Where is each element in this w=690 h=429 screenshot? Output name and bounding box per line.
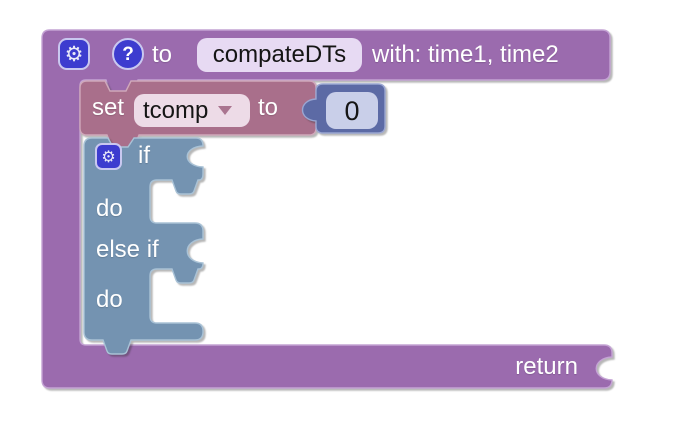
question-mark-icon: ? <box>122 43 134 65</box>
procedure-mutator-gear-button[interactable]: ⚙ <box>58 38 90 70</box>
procedure-help-button[interactable]: ? <box>112 38 144 70</box>
do-label-2: do <box>96 286 123 313</box>
dropdown-arrow-icon <box>218 106 233 115</box>
gear-icon: ⚙ <box>64 41 84 66</box>
procedure-params-label: with: time1, time2 <box>372 41 559 68</box>
else-if-label: else if <box>96 236 159 263</box>
procedure-block-shape[interactable] <box>41 29 613 389</box>
procedure-name-field[interactable]: compateDTs <box>197 38 362 72</box>
gear-icon: ⚙ <box>101 146 116 166</box>
variable-dropdown[interactable]: tcomp <box>134 94 250 127</box>
if-block-shape[interactable] <box>83 137 204 355</box>
do-label: do <box>96 195 123 222</box>
if-label: if <box>138 142 150 169</box>
procedure-to-label: to <box>152 41 173 68</box>
if-mutator-gear-button[interactable]: ⚙ <box>95 143 122 170</box>
return-label: return <box>515 353 578 380</box>
variable-dropdown-value: tcomp <box>143 96 209 124</box>
set-to-label: to <box>258 94 279 121</box>
set-label: set <box>92 94 125 121</box>
number-value-field[interactable]: 0 <box>326 92 378 129</box>
